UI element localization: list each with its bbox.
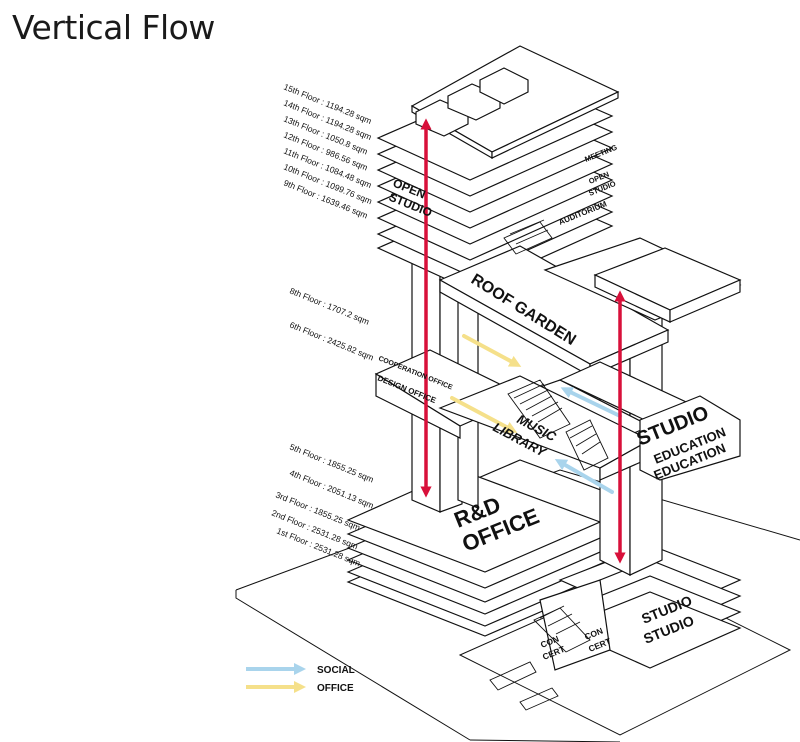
floor-label-8: 8th Floor : 1707.2 sqm xyxy=(288,286,371,327)
office-flow-arrow-lower xyxy=(450,396,518,433)
social-flow-arrow-upper xyxy=(560,387,622,418)
diagram-title: Vertical Flow xyxy=(12,8,215,47)
upper-slabs xyxy=(376,45,620,291)
vertical-flow-arrows xyxy=(420,118,626,564)
legend-social-label: SOCIAL xyxy=(317,665,355,676)
floor-label-6: 6th Floor : 2425.82 sqm xyxy=(288,320,375,363)
flow-arrows xyxy=(450,334,622,494)
legend-office-label: OFFICE xyxy=(317,683,354,694)
office-flow-arrow-upper xyxy=(462,334,522,367)
roof-garden-slab xyxy=(438,245,670,378)
stairs xyxy=(489,219,609,711)
floor-labels: 15th Floor : 1194.28 sqm 14th Floor : 11… xyxy=(270,82,375,569)
right-top-block xyxy=(543,237,742,323)
social-flow-arrow-lower xyxy=(554,459,614,494)
sixth-floor-slab xyxy=(374,349,741,481)
legend: SOCIAL OFFICE xyxy=(246,663,355,694)
studio-block-lower xyxy=(539,544,742,671)
